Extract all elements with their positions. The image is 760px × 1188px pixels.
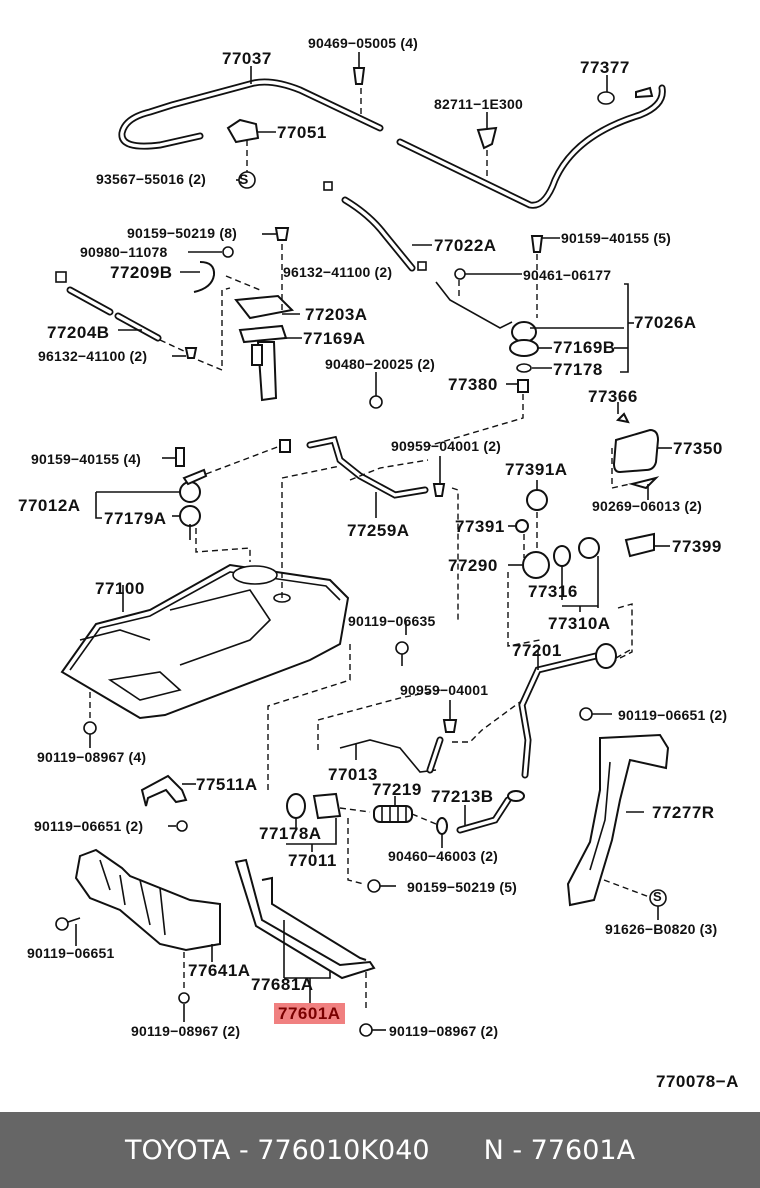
vent-valve-77026A (427, 235, 634, 447)
part-label-90119-06651-left[interactable]: 90119−06651 (2) (34, 818, 144, 834)
part-label-90159-40155-5[interactable]: 90159−40155 (5) (561, 230, 672, 246)
part-label-77391A[interactable]: 77391A (505, 460, 568, 479)
part-label-90159-40155-4[interactable]: 90159−40155 (4) (31, 451, 142, 467)
part-label-77259A[interactable]: 77259A (347, 521, 410, 540)
part-label-90119-08967-4[interactable]: 90119−08967 (4) (37, 749, 147, 765)
part-label-77290[interactable]: 77290 (448, 556, 498, 575)
part-label-90980-11078[interactable]: 90980−11078 (80, 244, 168, 260)
part-label-77310A[interactable]: 77310A (548, 614, 611, 633)
part-label-91626-B0820[interactable]: 91626−B0820 (3) (605, 921, 718, 937)
filler-cap-group (507, 480, 633, 661)
part-label-77100[interactable]: 77100 (95, 579, 145, 598)
part-label-77204B[interactable]: 77204B (47, 323, 110, 342)
fuel-lid-77350 (611, 402, 672, 500)
part-label-90469-05005[interactable]: 90469−05005 (4) (308, 35, 419, 51)
part-label-77277R[interactable]: 77277R (652, 803, 715, 822)
part-label-93567-55016[interactable]: 93567−55016 (2) (96, 171, 207, 187)
leader-lines (236, 179, 409, 666)
filler-pipe-77201 (452, 643, 631, 779)
part-label-77013[interactable]: 77013 (328, 765, 378, 784)
part-label-77178A[interactable]: 77178A (259, 824, 322, 843)
clip-77051 (226, 118, 276, 189)
part-label-77012A[interactable]: 77012A (18, 496, 81, 515)
part-label-77022A[interactable]: 77022A (434, 236, 497, 255)
drawing-id-label: 770078−A (656, 1072, 739, 1091)
oem-part-number: TOYOTA - 776010K040 (124, 1134, 430, 1166)
part-label-90461-06177[interactable]: 90461−06177 (523, 267, 612, 283)
fuel-tank-77100 (60, 465, 350, 748)
part-label-77350[interactable]: 77350 (673, 439, 723, 458)
part-label-90119-06651-upper-right[interactable]: 90119−06651 (2) (618, 707, 728, 723)
part-label-77169B[interactable]: 77169B (553, 338, 616, 357)
part-label-90119-06635[interactable]: 90119−06635 (348, 613, 436, 629)
part-label-90460-46003[interactable]: 90460−46003 (2) (388, 848, 499, 864)
clip-77399 (624, 532, 670, 558)
part-label-90119-08967-right[interactable]: 90119−08967 (2) (389, 1023, 499, 1039)
part-label-90159-50219-8[interactable]: 90159−50219 (8) (127, 225, 238, 241)
part-label-77026A[interactable]: 77026A (634, 313, 697, 332)
part-label-96132-41100-upper[interactable]: 96132−41100 (2) (283, 264, 393, 280)
tank-strap-77601A (234, 858, 386, 1037)
part-label-77011[interactable]: 77011 (288, 851, 337, 870)
inlet-77011 (267, 640, 396, 893)
s-marker-symbol-2: S (653, 889, 662, 904)
part-label-90119-06651-lower-left[interactable]: 90119−06651 (27, 945, 115, 961)
clip-77377 (597, 75, 654, 105)
reference-part-number: N - 77601A (483, 1134, 636, 1166)
part-label-90959-04001-2[interactable]: 90959−04001 (2) (391, 438, 502, 454)
part-label-90959-04001[interactable]: 90959−04001 (400, 682, 489, 698)
part-label-90269-06013[interactable]: 90269−06013 (2) (592, 498, 703, 514)
sender-77012A (95, 439, 291, 540)
part-label-90480-20025[interactable]: 90480−20025 (2) (325, 356, 436, 372)
fuel-lid-cable (118, 66, 666, 209)
part-label-77178[interactable]: 77178 (553, 360, 603, 379)
part-label-77051[interactable]: 77051 (277, 123, 327, 142)
part-label-77037[interactable]: 77037 (222, 49, 272, 68)
parts-diagram: 77037 90469−05005 (4) 77377 82711−1E300 … (18, 35, 739, 1091)
part-number-footer: TOYOTA - 776010K040 N - 77601A (0, 1112, 760, 1188)
part-label-77209B[interactable]: 77209B (110, 263, 173, 282)
part-label-77377[interactable]: 77377 (580, 58, 630, 77)
part-label-77681A[interactable]: 77681A (251, 975, 314, 994)
clip-90469 (352, 52, 366, 116)
part-label-77179A[interactable]: 77179A (104, 509, 167, 528)
hose-77204B (55, 271, 231, 372)
hose-77259A (306, 435, 459, 620)
bolt-90119-06651-right (579, 707, 612, 721)
part-label-77511A[interactable]: 77511A (196, 775, 258, 794)
s-marker-symbol: S (239, 171, 249, 187)
part-label-77203A[interactable]: 77203A (305, 305, 368, 324)
vent-hose-77022A (323, 181, 432, 272)
protector-77277R (566, 733, 670, 920)
diagram-linework (55, 52, 672, 1037)
part-label-77213B[interactable]: 77213B (431, 787, 494, 806)
part-label-77201[interactable]: 77201 (512, 641, 562, 660)
part-label-90119-08967-left[interactable]: 90119−08967 (2) (131, 1023, 241, 1039)
part-label-77316[interactable]: 77316 (528, 582, 578, 601)
part-label-77169A[interactable]: 77169A (303, 329, 366, 348)
bracket-77511A (140, 774, 196, 832)
part-label-82711-1E300[interactable]: 82711−1E300 (434, 96, 524, 112)
part-label-77366[interactable]: 77366 (588, 387, 638, 406)
part-label-77380[interactable]: 77380 (448, 375, 498, 394)
part-label-90159-50219-5[interactable]: 90159−50219 (5) (407, 879, 518, 895)
hose-77219 (373, 790, 525, 848)
grommet-82711 (476, 112, 498, 176)
part-label-77601A-highlighted[interactable]: 77601A (274, 1003, 345, 1024)
hose-77013 (317, 689, 458, 774)
part-label-77219[interactable]: 77219 (372, 780, 422, 799)
clip-90480 (369, 372, 383, 409)
part-label-96132-41100-lower[interactable]: 96132−41100 (2) (38, 348, 148, 364)
fuel-pump-assembly (180, 227, 302, 402)
part-label-77391[interactable]: 77391 (455, 517, 505, 536)
protector-77641A (55, 848, 221, 1022)
part-label-77641A[interactable]: 77641A (188, 961, 251, 980)
part-label-77399[interactable]: 77399 (672, 537, 722, 556)
